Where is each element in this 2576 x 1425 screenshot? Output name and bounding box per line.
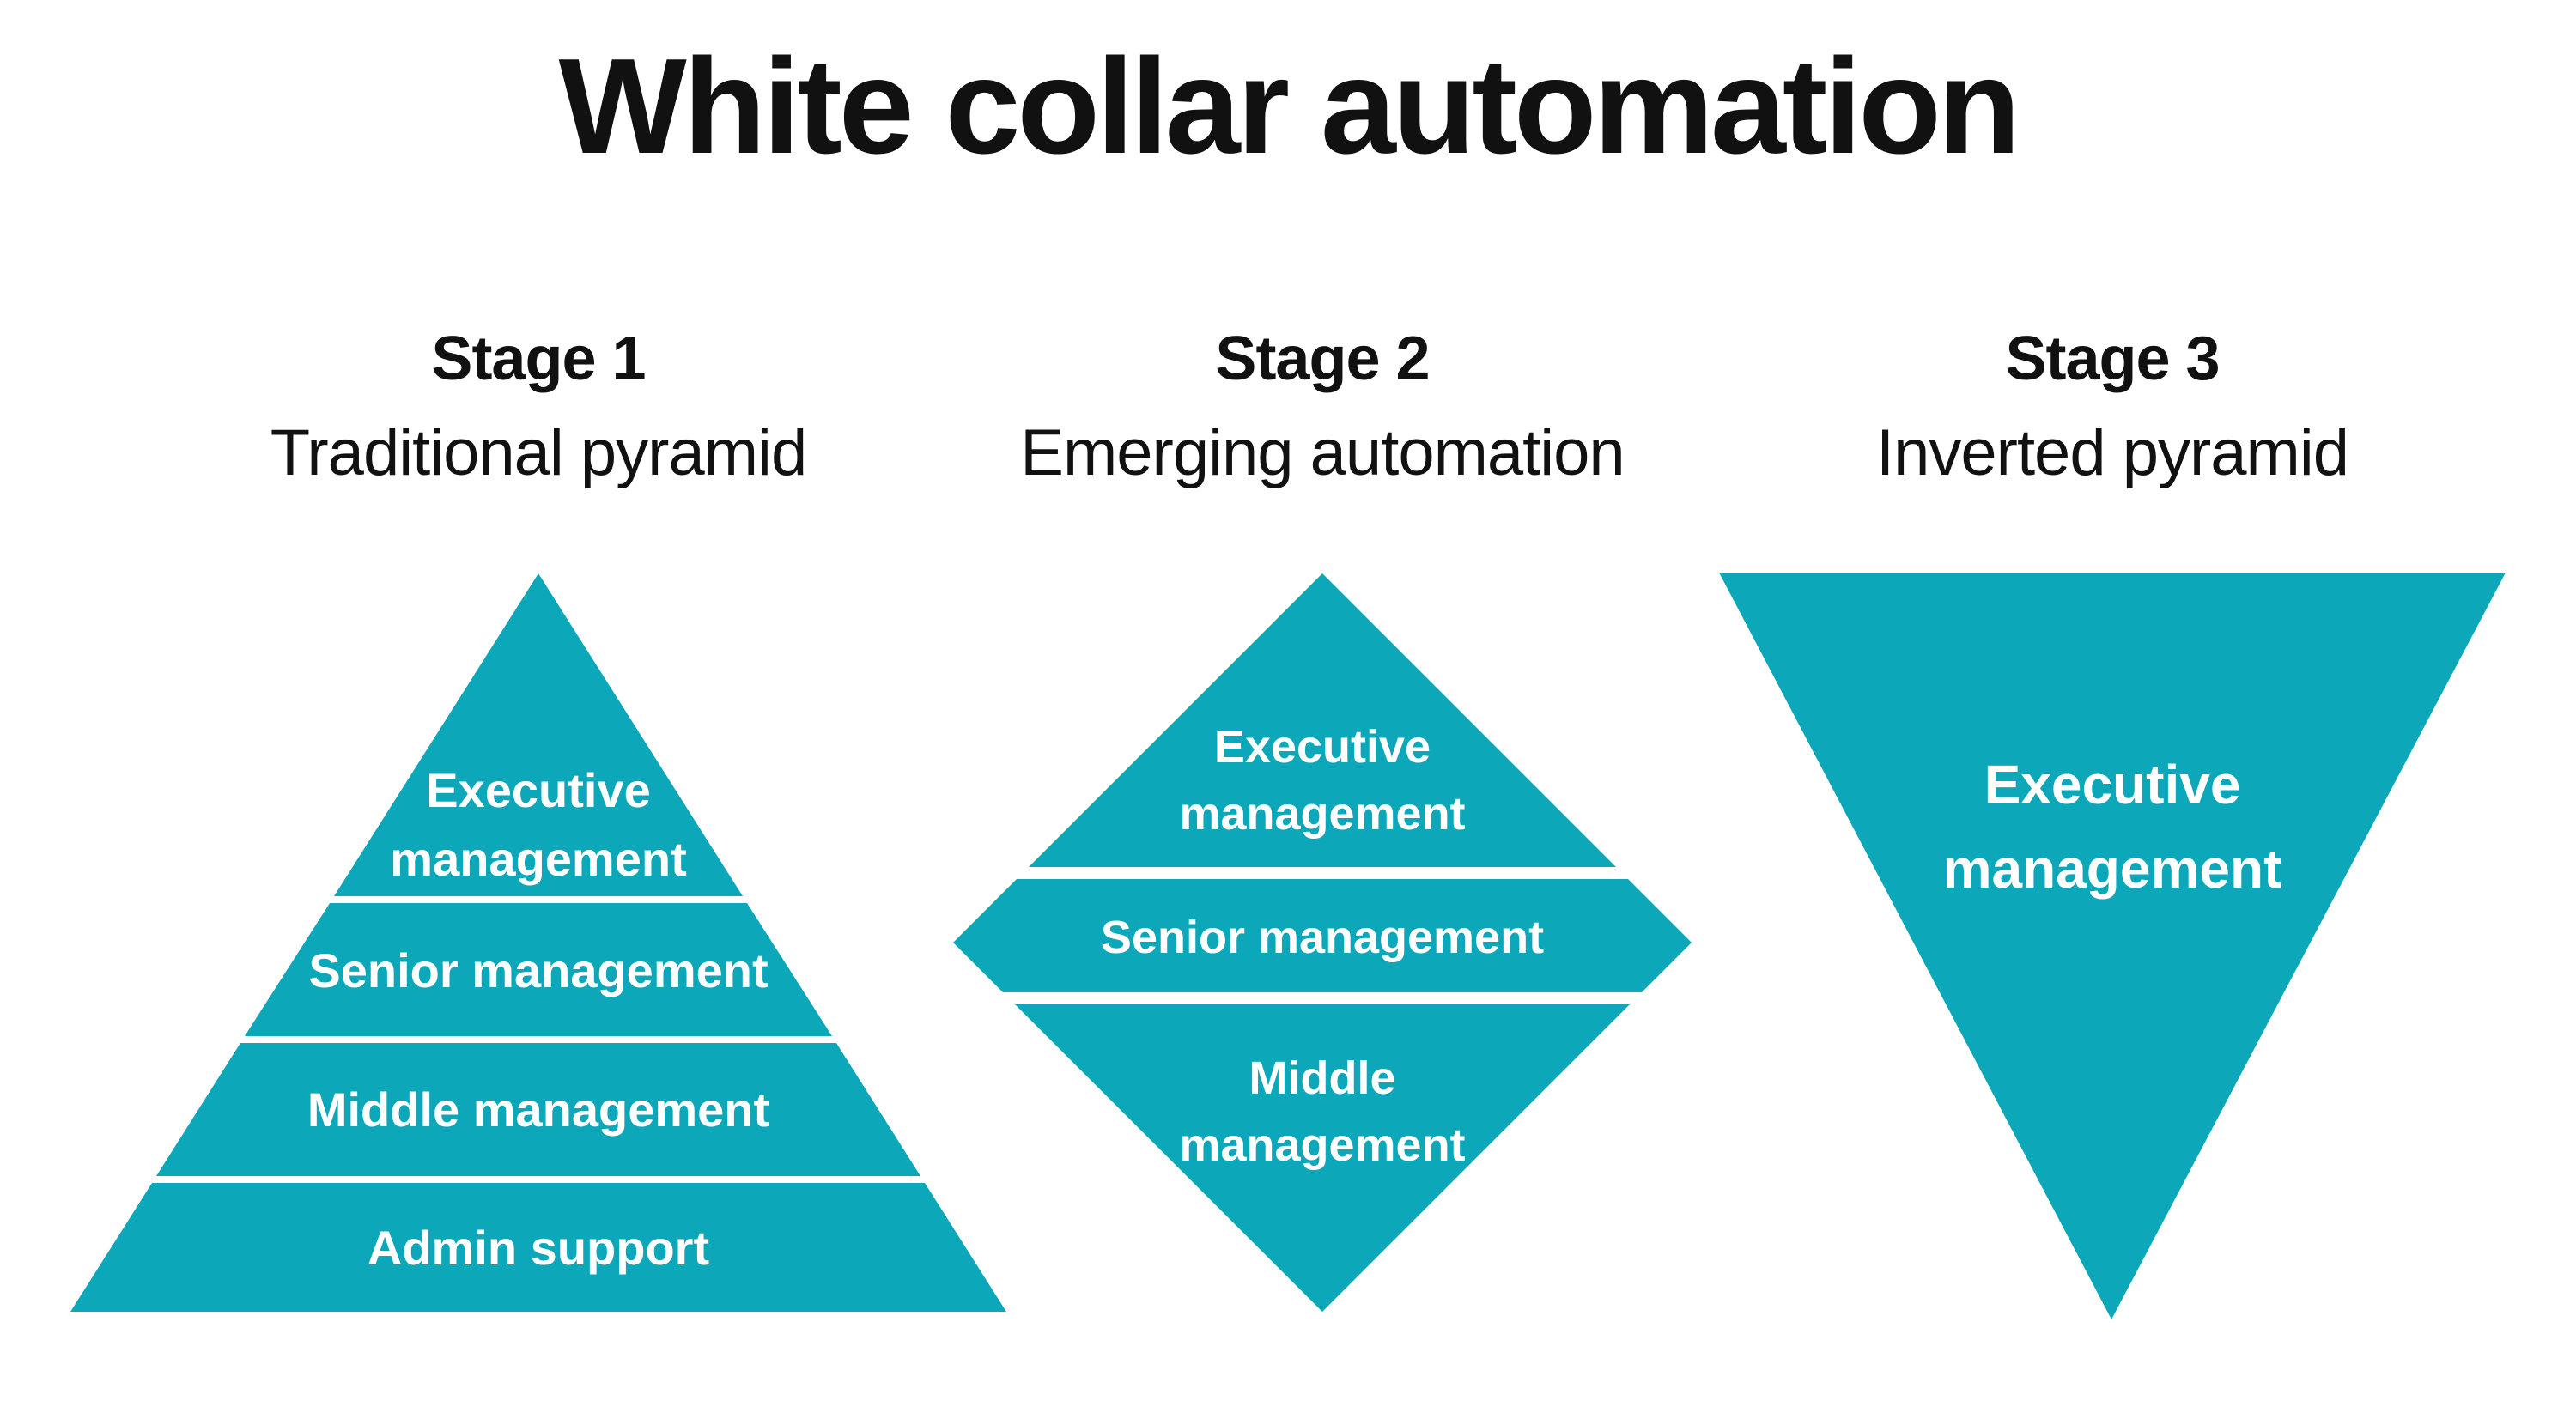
stage3-label: Stage 3: [2005, 324, 2220, 393]
stage2-label: Stage 2: [1215, 324, 1430, 393]
stage1-middle-layer: [156, 1043, 920, 1176]
stage3-subtitle: Inverted pyramid: [1875, 416, 2349, 489]
stage2-executive-label-line2: management: [1179, 788, 1465, 840]
stage1-middle-label: Middle management: [307, 1082, 769, 1137]
stage2-executive-section: [1029, 573, 1616, 867]
stage2-subtitle: Emerging automation: [1020, 416, 1625, 489]
stage3-inverted-triangle: [1719, 573, 2506, 1319]
stage2-senior-section: [953, 879, 1692, 992]
stage1-subtitle: Traditional pyramid: [270, 416, 807, 489]
stage2-senior-label: Senior management: [1101, 912, 1544, 963]
stage1-label: Stage 1: [431, 324, 646, 393]
stage2-header: Stage 2 Emerging automation: [1020, 324, 1625, 489]
stage1-executive-label-line1: Executive: [426, 763, 651, 817]
stage1-senior-label: Senior management: [308, 943, 768, 998]
stage1-executive-label-line2: management: [390, 832, 686, 886]
stage2-executive-label-line1: Executive: [1214, 721, 1431, 773]
stage3-executive-label-line2: management: [1943, 838, 2282, 900]
diagram-title: White collar automation: [558, 31, 2021, 182]
stage2-middle-label-line2: management: [1179, 1119, 1465, 1171]
stage1-header: Stage 1 Traditional pyramid: [270, 324, 807, 489]
stage1-executive-layer: [334, 573, 743, 896]
stage3-header: Stage 3 Inverted pyramid: [1875, 324, 2349, 489]
stage3-executive-label-line1: Executive: [1984, 754, 2241, 816]
stage2-middle-label-line1: Middle: [1249, 1052, 1396, 1104]
stage1-admin-label: Admin support: [368, 1221, 709, 1275]
stage1-senior-layer: [245, 903, 832, 1036]
stage1-admin-layer: [70, 1183, 1006, 1312]
stage2-middle-section: [1015, 1004, 1630, 1312]
